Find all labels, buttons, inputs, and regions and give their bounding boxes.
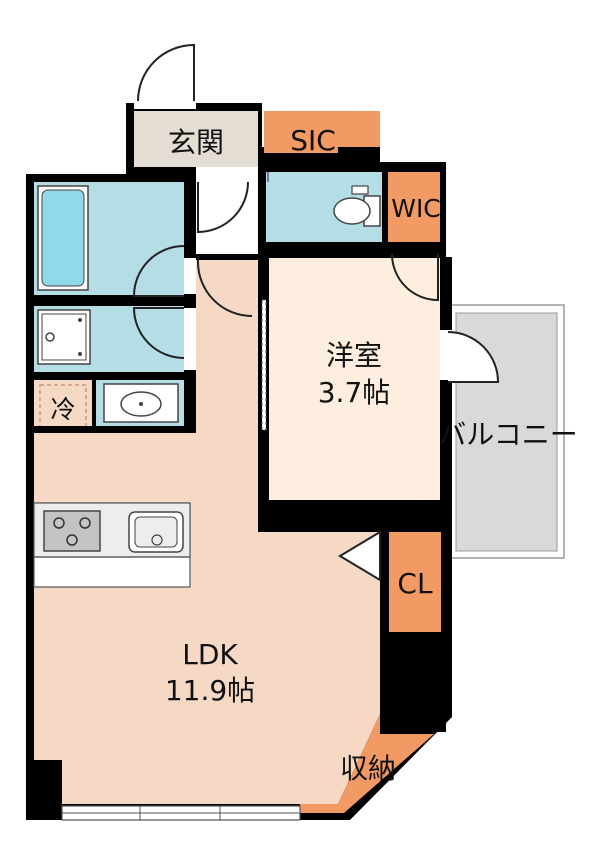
- cl-closet: [389, 532, 441, 632]
- label-wic: WIC: [391, 194, 441, 223]
- toilet: [333, 185, 381, 227]
- ldk-floor: [34, 260, 380, 804]
- fridge-space: [34, 380, 92, 426]
- label-balcony: バルコニー: [438, 418, 577, 451]
- label-storage: 収納: [340, 752, 396, 785]
- kitchen-counter: [33, 502, 191, 588]
- entrance-floor: [134, 111, 258, 167]
- label-youshitsu: 洋室: [326, 339, 382, 372]
- wic-closet: [388, 172, 440, 242]
- label-ldk: LDK: [182, 638, 238, 671]
- label-ldk-size: 11.9帖: [165, 674, 255, 707]
- washing-machine-pan: [37, 309, 91, 365]
- label-youshitsu-size: 3.7帖: [318, 376, 391, 409]
- wash-basin: [103, 383, 179, 423]
- bedroom-floor: [269, 258, 440, 500]
- label-sic: SIC: [290, 124, 336, 157]
- label-fridge: 冷: [50, 395, 75, 424]
- bathtub: [37, 185, 89, 291]
- storage-closet: [300, 714, 434, 813]
- label-cl: CL: [397, 567, 433, 600]
- sic-closet: [264, 111, 380, 153]
- label-genkan: 玄関: [168, 126, 224, 159]
